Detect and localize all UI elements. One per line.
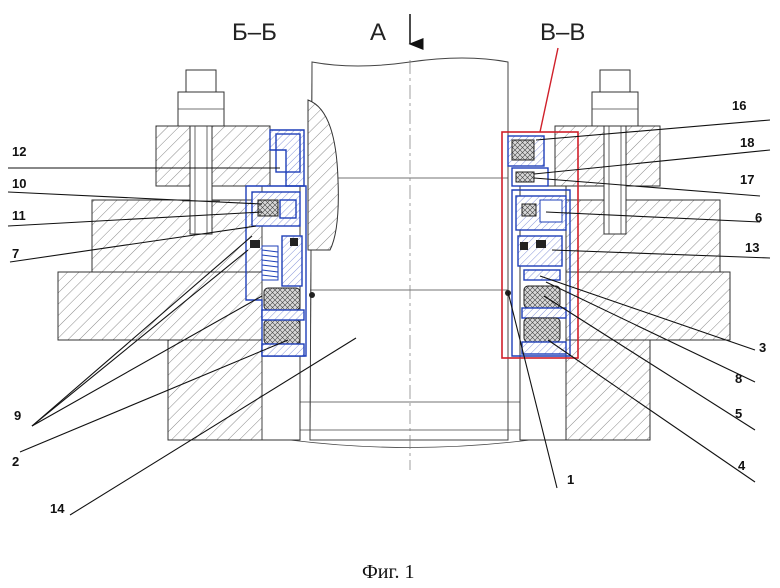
callout-12: 12 [12,144,26,159]
callout-7: 7 [12,246,19,261]
callout-3: 3 [759,340,766,355]
callout-1: 1 [567,472,574,487]
callout-17: 17 [740,172,754,187]
callout-6: 6 [755,210,762,225]
callout-11: 11 [12,208,26,223]
callout-13: 13 [745,240,759,255]
callout-4: 4 [738,458,746,473]
left-housing [58,126,300,440]
callout-5: 5 [735,406,742,421]
callout-16: 16 [732,98,746,113]
left-spring [262,246,278,280]
callout-18: 18 [740,135,754,150]
callout-9: 9 [14,408,21,423]
section-label-v: В–В [540,19,585,46]
callout-8: 8 [735,371,742,386]
section-frame-leader [540,48,558,132]
callout-14: 14 [50,501,65,516]
section-label-b: Б–Б [232,19,277,46]
callout-10: 10 [12,176,26,191]
figure-caption: Фиг. 1 [362,561,414,583]
callout-2: 2 [12,454,19,469]
view-label-a: А [370,19,386,46]
